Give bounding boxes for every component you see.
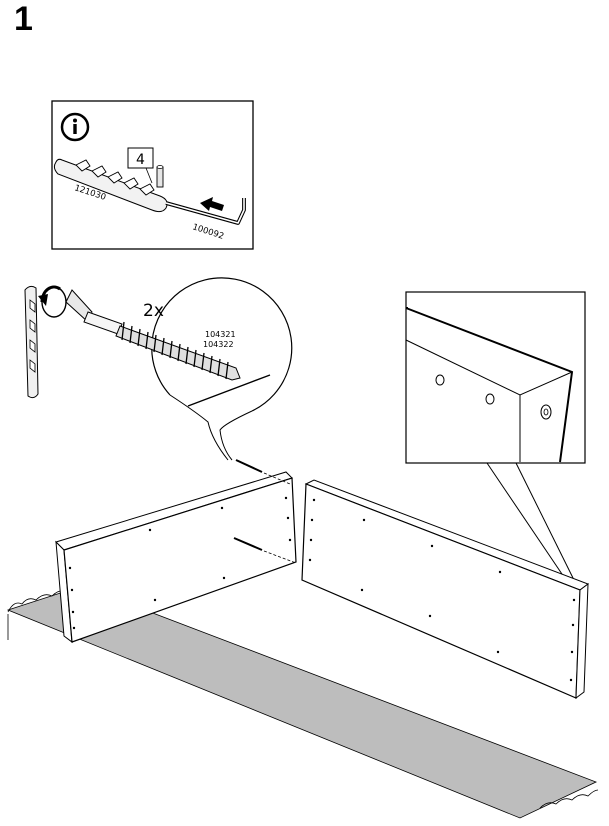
quantity-box — [127, 147, 154, 169]
screw-drawing — [65, 289, 241, 381]
screw-insert-bottom — [233, 537, 297, 564]
part-number-screw-b: 104322 — [203, 340, 234, 349]
left-panel — [55, 471, 297, 644]
info-box: 4 121030 100092 — [51, 100, 254, 250]
dowel-jig-drawing — [53, 158, 246, 225]
screw-callout: 2x 104321 104322 — [65, 277, 293, 461]
screw-insert-top — [235, 459, 291, 485]
part-number-screw-a: 104321 — [205, 330, 236, 339]
right-panel — [301, 479, 590, 700]
hole-detail-box — [405, 291, 586, 581]
screw-count-label: 2x — [143, 301, 164, 321]
info-icon — [60, 112, 90, 142]
cam-lock-drawing — [24, 285, 67, 399]
step-number: 1 — [14, 0, 33, 38]
quantity-label: 4 — [136, 152, 145, 168]
rotate-icon — [38, 285, 67, 318]
